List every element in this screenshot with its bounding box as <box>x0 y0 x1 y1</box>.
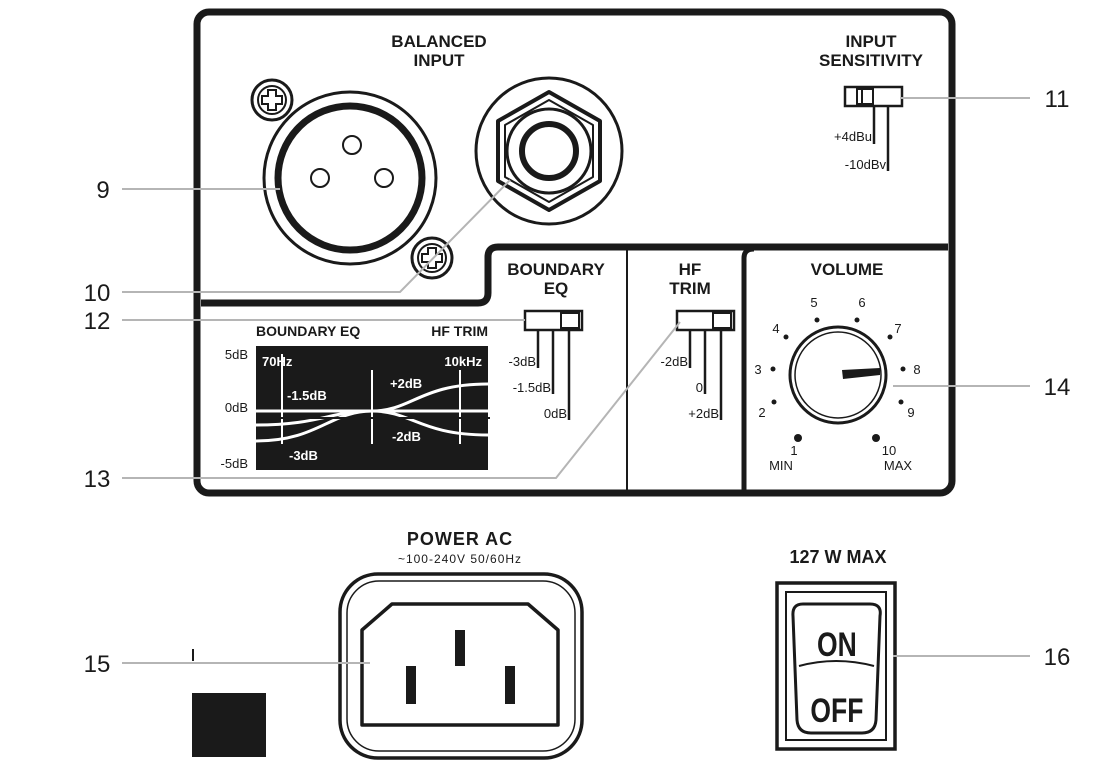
volume-mark: 6 <box>858 295 865 310</box>
hf-trim-title-2: TRIM <box>669 279 711 298</box>
volume-dots <box>770 317 906 442</box>
input-sensitivity-title-2: SENSITIVITY <box>819 51 924 70</box>
power-subtitle: ~100-240V 50/60Hz <box>398 552 522 566</box>
iec-power-inlet-icon[interactable] <box>338 572 584 760</box>
balanced-input-title-2: INPUT <box>414 51 466 70</box>
beq-option-label: -3dB <box>509 354 536 369</box>
panel-outline <box>193 8 956 497</box>
graph-title-left: BOUNDARY EQ <box>256 323 360 339</box>
graph-freq-left: 70Hz <box>262 354 293 369</box>
beq-option-label: 0dB <box>544 406 567 421</box>
boundary-eq-title-1: BOUNDARY <box>507 260 605 279</box>
volume-knob-icon[interactable] <box>788 325 888 425</box>
input-sensitivity-title-1: INPUT <box>846 32 898 51</box>
callout-14: 14 <box>1044 374 1071 401</box>
boundary-eq-title-2: EQ <box>544 279 569 298</box>
graph-freq-right: 10kHz <box>444 354 482 369</box>
graph-y-label: -5dB <box>221 456 248 471</box>
graph-title-right: HF TRIM <box>431 323 488 339</box>
callout-10: 10 <box>84 280 111 307</box>
hf-trim-title-1: HF <box>679 260 702 279</box>
volume-max-label: MAX <box>884 458 913 473</box>
xlr-connector-icon[interactable] <box>262 90 438 266</box>
graph-label-m15: -1.5dB <box>287 388 327 403</box>
balanced-input-title-1: BALANCED <box>391 32 486 51</box>
power-rocker-switch-icon[interactable] <box>775 581 897 751</box>
volume-mark: 7 <box>894 321 901 336</box>
volume-title: VOLUME <box>811 260 884 279</box>
callout-9: 9 <box>96 177 109 204</box>
graph-y-label: 5dB <box>225 347 248 362</box>
switch-off-label: OFF <box>810 692 863 730</box>
panel-divider-top <box>201 243 948 307</box>
volume-mark: 3 <box>754 362 761 377</box>
hf-trim-switch[interactable] <box>675 309 736 332</box>
graph-y-label: 0dB <box>225 400 248 415</box>
boundary-eq-switch[interactable] <box>523 309 584 332</box>
quarter-inch-jack-icon[interactable] <box>474 76 624 226</box>
hf-option-label: -2dB <box>661 354 688 369</box>
sens-plus-label: +4dBu <box>834 129 872 144</box>
callout-16: 16 <box>1044 644 1071 671</box>
eq-response-graph <box>255 346 490 470</box>
callout-11: 11 <box>1045 86 1070 113</box>
graph-label-m3: -3dB <box>289 448 318 463</box>
sens-minus-label: -10dBv <box>845 157 887 172</box>
volume-mark: 8 <box>913 362 920 377</box>
panel-divider-volume <box>741 246 755 490</box>
input-sensitivity-switch[interactable] <box>843 85 904 108</box>
volume-mark: 10 <box>882 443 896 458</box>
screw-icon <box>250 78 294 122</box>
leader-lines <box>122 97 1030 664</box>
volume-min-label: MIN <box>769 458 793 473</box>
hf-option-label: +2dB <box>688 406 719 421</box>
beq-option-label: -1.5dB <box>513 380 551 395</box>
callout-12: 12 <box>84 308 111 335</box>
label-block <box>192 693 266 757</box>
callout-15: 15 <box>84 651 111 678</box>
hf-option-label: 0 <box>696 380 703 395</box>
switch-on-label: ON <box>817 626 857 664</box>
volume-mark: 4 <box>772 321 779 336</box>
switch-title: 127 W MAX <box>789 547 886 567</box>
volume-mark: 1 <box>790 443 797 458</box>
graph-label-m2: -2dB <box>392 429 421 444</box>
volume-mark: 9 <box>907 405 914 420</box>
graph-label-p2: +2dB <box>390 376 422 391</box>
power-title: POWER AC <box>407 529 513 549</box>
volume-mark: 2 <box>758 405 765 420</box>
volume-mark: 5 <box>810 295 817 310</box>
callout-13: 13 <box>84 466 111 493</box>
